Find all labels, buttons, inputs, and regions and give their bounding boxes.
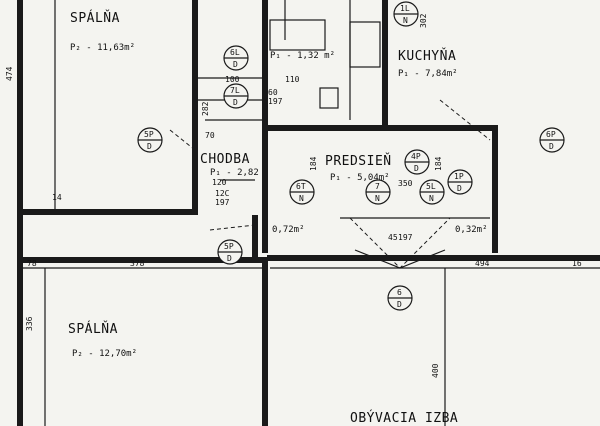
svg-text:6T: 6T [296,182,306,191]
dim-378: 378 [130,259,145,268]
svg-text:6P: 6P [546,130,556,139]
svg-text:D: D [233,98,238,107]
dim-184b: 184 [434,156,443,171]
svg-text:N: N [429,194,434,203]
tag-6: 4P D [404,149,430,175]
room-name-chodba: CHODBA [200,152,250,167]
dim-70: 70 [205,131,215,140]
svg-text:D: D [233,60,238,69]
tag-2: 6L D [223,45,249,71]
svg-text:5P: 5P [144,130,154,139]
dim-78: 78 [27,259,37,268]
room-area-kupelna: P₁ - 1,32 m² [270,51,335,61]
door-swings [169,99,491,269]
svg-text:D: D [227,254,232,263]
tag-1: 1L N [393,1,419,27]
tag-12: 6 D [387,285,413,311]
room-name-obyvacia: OBÝVACIA IZBA [350,410,458,426]
room-area-spalna-top: P₂ - 11,63m² [70,43,135,53]
area-072: 0,72m² [272,225,305,235]
svg-text:5L: 5L [426,182,436,191]
tag-5: 6P D [539,127,565,153]
dim-197c: 197 [398,233,413,242]
svg-text:7: 7 [375,182,380,191]
tag-8: 6T N [289,179,315,205]
dim-350: 350 [398,179,413,188]
room-area-spalna-bottom: P₂ - 12,70m² [72,349,137,359]
svg-text:D: D [549,142,554,151]
svg-text:N: N [375,194,380,203]
svg-text:N: N [299,194,304,203]
svg-text:1L: 1L [400,4,410,13]
room-name-predsien: PREDSIEŇ [325,153,392,169]
svg-text:D: D [147,142,152,151]
dim-16: 16 [572,259,582,268]
dim-120: 120 [212,178,227,187]
dim-474: 474 [5,66,14,81]
svg-text:7L: 7L [230,86,240,95]
svg-text:5P: 5P [224,242,234,251]
svg-text:4P: 4P [411,152,421,161]
dim-197b: 197 [215,198,230,207]
tag-7: 1P D [447,169,473,195]
room-name-spalna-top: SPÁLŇA [70,10,120,26]
dim-12c: 12C [215,189,230,198]
room-name-spalna-bottom: SPÁLŇA [68,321,118,337]
dim-302: 302 [419,13,428,28]
dim-45: 45 [388,233,398,242]
dim-60: 60 [268,88,278,97]
tag-4: 5P D [137,127,163,153]
svg-text:6L: 6L [230,48,240,57]
svg-text:D: D [397,300,402,309]
svg-text:N: N [403,16,408,25]
dim-14: 14 [52,193,62,202]
room-area-chodba: P₁ - 2,82 [210,168,259,178]
room-name-kuchyna: KUCHYŇA [398,48,456,64]
dim-494: 494 [475,259,490,268]
dim-110: 110 [285,75,300,84]
svg-text:D: D [457,184,462,193]
room-area-kuchyna: P₁ - 7,84m² [398,69,458,79]
tag-3: 7L D [223,83,249,109]
dim-100: 100 [225,75,240,84]
svg-text:D: D [414,164,419,173]
dim-400: 400 [431,363,440,378]
tag-10: 5L N [419,179,445,205]
svg-text:6: 6 [397,288,402,297]
dim-197: 197 [268,97,283,106]
walls [17,0,600,426]
svg-text:1P: 1P [454,172,464,181]
dim-184a: 184 [309,156,318,171]
dim-336: 336 [25,316,34,331]
dim-282: 282 [201,101,210,116]
room-area-predsien: P₁ - 5,04m² [330,173,390,183]
tag-11: 5P D [217,239,243,265]
area-032: 0,32m² [455,225,488,235]
tag-9: 7 N [365,179,391,205]
